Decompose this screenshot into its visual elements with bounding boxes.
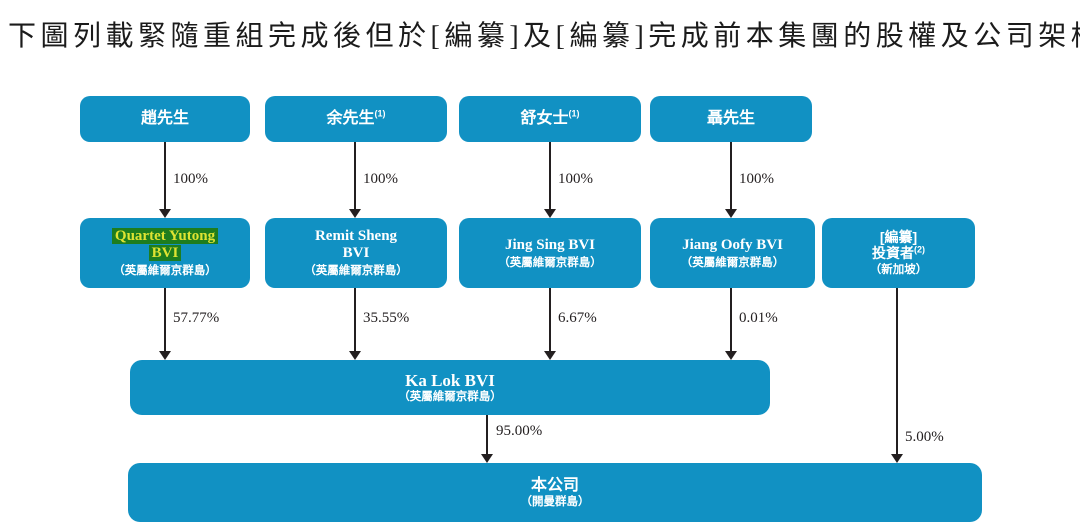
node-label: 投資者(2)	[872, 245, 925, 261]
node-mr-zhao: 趙先生	[80, 96, 250, 142]
arrow-investor-company-line	[896, 288, 898, 454]
jurisdiction-label: （英屬維爾京群島）	[498, 256, 602, 269]
footnote-sup: (2)	[914, 244, 925, 255]
pct-label-yu: 100%	[363, 171, 398, 187]
arrow-remit-kalok-line	[354, 288, 356, 351]
arrow-nie-jiangoofy-head	[725, 209, 737, 218]
page-title-text: 下圖列載緊隨重組完成後但於[編纂]及[編纂]完成前本集團的股權及公司架構	[8, 21, 1080, 52]
owner-name: 趙先生	[140, 109, 189, 127]
node-label: Jiang Oofy BVI	[682, 236, 783, 253]
node-jing-sing-bvi: Jing Sing BVI （英屬維爾京群島）	[459, 218, 641, 288]
arrow-shu-jingsing-line	[549, 142, 551, 209]
arrow-jingsing-kalok-head	[544, 351, 556, 360]
footnote-sup: (1)	[568, 108, 580, 119]
owner-name: 聶先生	[706, 109, 755, 127]
arrow-zhao-quartet-line	[164, 142, 166, 209]
pct-label-jingsing: 6.67%	[558, 310, 597, 326]
node-label: [編纂]	[879, 229, 918, 245]
jurisdiction-label: （英屬維爾京群島）	[304, 265, 408, 277]
arrow-kalok-company-line	[486, 415, 488, 454]
owner-name: 舒女士	[520, 109, 569, 127]
arrow-nie-jiangoofy-line	[730, 142, 732, 209]
arrow-shu-jingsing-head	[544, 209, 556, 218]
pct-label-shu: 100%	[558, 171, 593, 187]
node-label: BVI	[342, 245, 370, 261]
investor-label: 投資者	[872, 245, 914, 261]
arrow-zhao-quartet-head	[159, 209, 171, 218]
arrow-kalok-company-head	[481, 454, 493, 463]
node-label: Remit Sheng	[314, 228, 398, 244]
jurisdiction-label: （開曼群島）	[520, 495, 590, 508]
arrow-quartet-kalok-head	[159, 351, 171, 360]
pct-label-kalok: 95.00%	[496, 423, 543, 439]
node-label: Quartet Yutong	[111, 228, 219, 245]
node-ms-shu: 舒女士(1)	[459, 96, 641, 142]
node-mr-nie: 聶先生	[650, 96, 812, 142]
node-mr-yu: 余先生(1)	[265, 96, 447, 142]
pct-label-zhao: 100%	[173, 171, 208, 187]
pct-label-nie: 100%	[739, 171, 774, 187]
arrow-jiangoofy-kalok-line	[730, 288, 732, 351]
node-quartet-yutong-bvi: Quartet Yutong BVI （英屬維爾京群島）	[80, 218, 250, 288]
node-jiang-oofy-bvi: Jiang Oofy BVI （英屬維爾京群島）	[650, 218, 815, 288]
arrow-yu-remit-line	[354, 142, 356, 209]
arrow-yu-remit-head	[349, 209, 361, 218]
node-label: Ka Lok BVI	[405, 371, 495, 390]
node-ka-lok-bvi: Ka Lok BVI （英屬維爾京群島）	[130, 360, 770, 415]
pct-label-investor: 5.00%	[905, 429, 944, 445]
node-remit-sheng-bvi: Remit Sheng BVI （英屬維爾京群島）	[265, 218, 447, 288]
node-label: Jing Sing BVI	[504, 236, 596, 253]
node-label: 舒女士(1)	[520, 108, 580, 128]
arrow-quartet-kalok-line	[164, 288, 166, 351]
node-label: BVI	[148, 245, 182, 262]
arrow-investor-company-head	[891, 454, 903, 463]
pct-label-quartet: 57.77%	[173, 310, 220, 326]
pct-label-jiangoofy: 0.01%	[739, 310, 778, 326]
search-highlight: BVI	[148, 245, 182, 261]
node-label: 趙先生	[141, 110, 189, 128]
jurisdiction-label: （英屬維爾京群島）	[113, 265, 217, 277]
jurisdiction-label: （英屬維爾京群島）	[680, 256, 785, 269]
node-investor: [編纂] 投資者(2) （新加坡）	[822, 218, 975, 288]
footnote-sup: (1)	[374, 108, 386, 119]
arrow-jingsing-kalok-line	[549, 288, 551, 351]
node-label: 本公司	[530, 476, 579, 494]
owner-name: 余先生	[326, 109, 375, 127]
node-label: 余先生(1)	[326, 108, 386, 128]
page-title: 下圖列載緊隨重組完成後但於[編纂]及[編纂]完成前本集團的股權及公司架構概	[8, 14, 1080, 54]
pct-label-remit: 35.55%	[363, 310, 410, 326]
search-highlight: Quartet Yutong	[111, 228, 219, 244]
jurisdiction-label: （新加坡）	[869, 264, 928, 276]
node-label: 聶先生	[707, 110, 755, 128]
arrow-remit-kalok-head	[349, 351, 361, 360]
arrow-jiangoofy-kalok-head	[725, 351, 737, 360]
jurisdiction-label: （英屬維爾京群島）	[398, 391, 502, 403]
node-company: 本公司 （開曼群島）	[128, 463, 982, 522]
